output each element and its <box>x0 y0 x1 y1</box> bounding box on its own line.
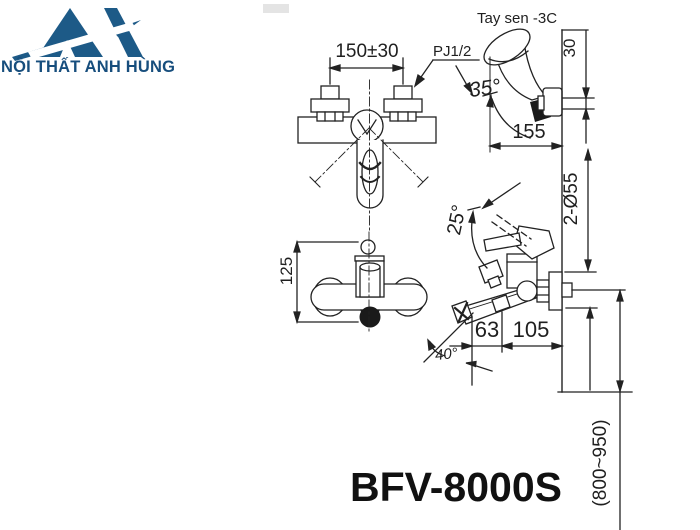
dim-hole-pitch: 150±30 <box>335 41 399 62</box>
dim-hole-pitch-lines <box>327 57 406 85</box>
dim-spout-reach: 105 <box>512 317 550 342</box>
dim-spout-angle: 40° <box>434 344 459 365</box>
dim-spout-tip-offset: 63 <box>474 317 500 342</box>
front-view-drawing <box>310 231 428 335</box>
dim-body-height-lines <box>293 239 359 325</box>
dim-flange-note: 2-Ø55 <box>561 172 582 226</box>
dim-handle-angle: 25° <box>442 202 471 237</box>
brand-name: NỘI THẤT ANH HÙNG <box>1 58 176 76</box>
side-view-drawing <box>451 214 573 325</box>
dim-flange-lines <box>564 147 597 273</box>
dim-holder-reach-lines <box>487 142 565 150</box>
dim-holder-offset-lines <box>561 29 595 144</box>
thread-leader-lines <box>413 59 480 95</box>
dim-spout-reach-lines <box>449 311 565 386</box>
dim-spout-angle-lines <box>423 312 493 372</box>
scan-smudge <box>263 4 289 13</box>
hand-shower-label: Tay sen -3C <box>477 10 558 27</box>
anh-hung-logo-icon <box>12 8 143 61</box>
dim-handle-angle-lines <box>467 182 521 269</box>
dim-body-height: 125 <box>277 256 296 286</box>
hand-shower-drawing <box>483 28 563 122</box>
dim-shower-tilt-angle: 35° <box>467 74 503 103</box>
thread-size-label: PJ1/2 <box>433 43 472 60</box>
dim-install-height-lines <box>557 288 633 530</box>
model-number: BFV-8000S <box>350 464 562 510</box>
dim-holder-reach: 155 <box>512 121 546 143</box>
dim-shower-angle-lines <box>482 56 531 153</box>
dim-holder-offset: 30 <box>560 38 579 58</box>
top-view-drawing <box>297 79 437 233</box>
